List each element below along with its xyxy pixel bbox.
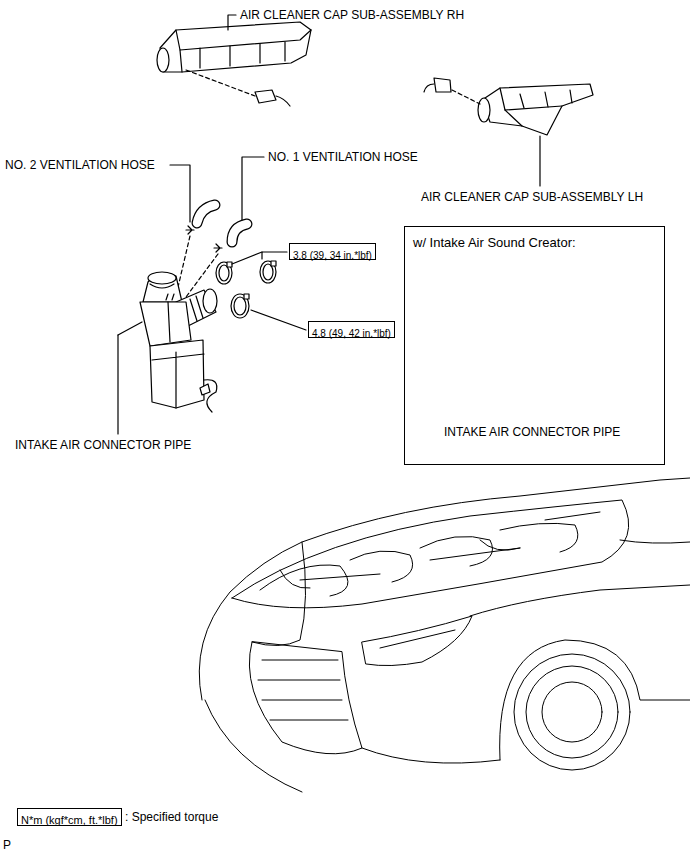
air-cleaner-cap-rh-stroke (160, 22, 311, 72)
intake-air-connector-pipe-stroke (203, 289, 217, 313)
intake-air-connector-pipe-stroke (118, 322, 142, 335)
part-leaders-stroke (242, 157, 264, 220)
intake-air-connector-pipe-stroke (152, 352, 204, 408)
vehicle-outline-stroke (260, 523, 578, 596)
hose-clamps-stroke (244, 294, 249, 299)
air-cleaner-cap-lh-stroke (482, 84, 593, 135)
torque-leaders-stroke (262, 252, 287, 259)
vehicle-outline-stroke (249, 642, 362, 754)
hose-clamps-stroke (227, 262, 232, 267)
vehicle-outline-stroke (199, 478, 690, 700)
vehicle-outline-stroke (258, 660, 348, 720)
intake-air-connector-pipe-stroke (166, 294, 174, 300)
vehicle-outline-stroke (232, 500, 629, 608)
hose-clamps-stroke (231, 294, 249, 318)
parts-illustration-stroke (118, 15, 690, 792)
part-name: NO. 2 VENTILATION HOSE (5, 158, 155, 172)
vehicle-outline-stroke (362, 748, 500, 763)
intake-air-connector-pipe-stroke (140, 302, 191, 346)
air-cleaner-cap-lh-stroke (478, 98, 490, 122)
variant-inset-box: w/ Intake Air Sound Creator: INTAKE AIR C… (404, 226, 665, 465)
vehicle-outline-stroke (252, 542, 306, 646)
ventilation-hoses-stroke (232, 224, 247, 242)
air-cleaner-cap-rh-stroke (255, 90, 276, 103)
intake-air-connector-pipe-stroke (150, 340, 204, 408)
vehicle-outline-stroke (280, 512, 600, 588)
part-leaders-stroke (539, 136, 540, 186)
hose-clamps-stroke (234, 297, 246, 315)
air-cleaner-cap-rh-stroke (186, 70, 255, 96)
unit-legend: N*m (kgf*cm, ft.*lbf) (21, 814, 118, 828)
air-cleaner-cap-rh-stroke (176, 30, 311, 50)
part-name: AIR CLEANER CAP SUB-ASSEMBLY LH (421, 190, 643, 204)
intake-air-connector-pipe-stroke (117, 335, 118, 434)
air-cleaner-cap-rh-stroke (200, 42, 285, 68)
torque-box: 4.8 (49, 42 in.*lbf) (308, 321, 395, 338)
vehicle-outline-stroke (526, 666, 618, 758)
part-name: INTAKE AIR CONNECTOR PIPE (444, 425, 620, 440)
figure-code: P (3, 838, 11, 852)
legend-box: N*m (kgf*cm, ft.*lbf) (17, 808, 122, 826)
vehicle-outline-stroke (514, 654, 630, 770)
ventilation-hoses-stroke (197, 205, 215, 223)
vehicle-outline (199, 478, 690, 792)
air-cleaner-cap-lh-stroke (500, 88, 562, 110)
hose-clamps-stroke (260, 261, 276, 283)
vehicle-outline-stroke (380, 630, 455, 648)
vehicle-outline-stroke (542, 682, 602, 742)
part-leaders-stroke (228, 15, 236, 30)
air-cleaner-cap-rh (157, 22, 311, 106)
part-name: AIR CLEANER CAP SUB-ASSEMBLY RH (240, 8, 464, 22)
air-cleaner-cap-rh-stroke (276, 96, 290, 106)
intake-air-connector-pipe-stroke (190, 296, 203, 321)
intake-air-connector-pipe-stroke (148, 272, 176, 284)
torque-leaders (232, 252, 306, 330)
air-cleaner-cap-lh-stroke (424, 84, 434, 92)
hose-clamps-stroke (271, 261, 276, 266)
air-cleaner-cap-rh-stroke (180, 50, 182, 72)
inset-heading: w/ Intake Air Sound Creator: (413, 235, 576, 251)
part-name: NO. 1 VENTILATION HOSE (268, 150, 418, 164)
hose-clamps (216, 261, 276, 318)
air-cleaner-cap-lh-stroke (505, 110, 522, 126)
air-cleaner-cap-lh-stroke (434, 78, 451, 92)
hose-clamps-stroke (216, 262, 232, 284)
ventilation-hoses-stroke (232, 224, 247, 242)
vehicle-outline-stroke (205, 700, 302, 792)
torque-value: 4.8 (49, 42 in.*lbf) (312, 328, 391, 341)
torque-leaders-stroke (232, 252, 262, 264)
intake-air-connector-pipe-stroke (168, 302, 170, 342)
ventilation-hoses-stroke (197, 205, 215, 223)
part-leaders-stroke (170, 165, 190, 222)
air-cleaner-cap-lh-stroke (452, 90, 480, 104)
intake-air-connector-pipe (118, 272, 217, 434)
legend-text: : Specified torque (125, 810, 218, 824)
vehicle-outline-stroke (362, 616, 472, 666)
ventilation-hoses-stroke (186, 226, 194, 234)
torque-leaders-stroke (251, 310, 306, 330)
vehicle-outline-stroke (620, 540, 690, 543)
part-name: INTAKE AIR CONNECTOR PIPE (15, 438, 191, 452)
ventilation-hoses-stroke (214, 244, 222, 252)
intake-air-connector-pipe-stroke (200, 384, 210, 395)
torque-box: 3.8 (39, 34 in.*lbf) (289, 243, 376, 260)
air-cleaner-cap-rh-stroke (157, 48, 169, 72)
air-cleaner-cap-lh-stroke (520, 90, 572, 108)
torque-value: 3.8 (39, 34 in.*lbf) (293, 250, 372, 263)
intake-air-connector-pipe-stroke (150, 284, 174, 288)
vehicle-outline-stroke (470, 585, 690, 616)
air-cleaner-cap-lh (424, 78, 593, 135)
